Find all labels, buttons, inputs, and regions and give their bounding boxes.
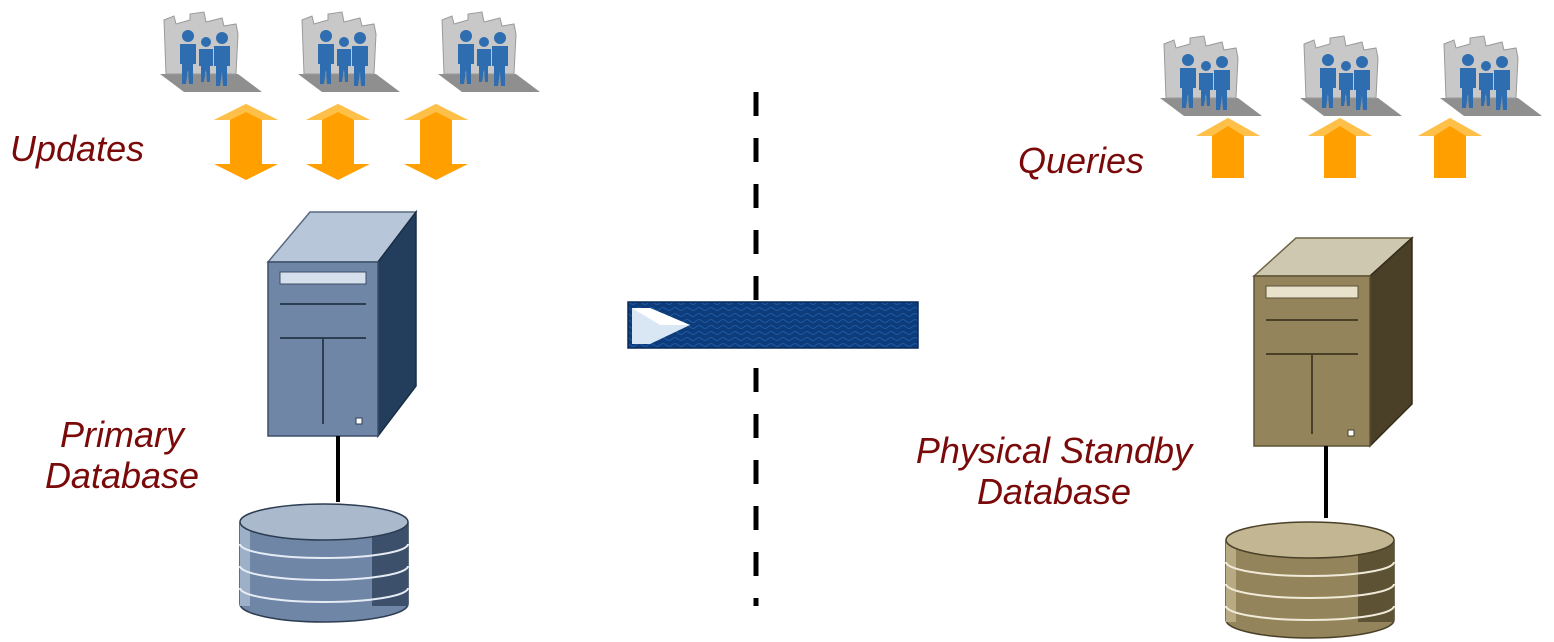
primary-user-group-3 <box>437 11 541 93</box>
standby-user-group-3 <box>1439 35 1543 117</box>
primary-label-line-2: Database <box>44 455 200 497</box>
standby-database-disk-icon <box>1225 521 1395 639</box>
updates-label: Updates <box>10 128 145 169</box>
primary-database-disk-icon <box>239 503 409 623</box>
redo-transport-arrow-icon <box>627 301 919 349</box>
standby-label-line-2: Database <box>976 471 1132 513</box>
update-arrow-icon-1 <box>214 104 278 180</box>
primary-user-group-2 <box>297 11 401 93</box>
standby-user-group-1 <box>1159 35 1263 117</box>
queries-label: Queries <box>1018 140 1145 181</box>
query-arrow-icon-2 <box>1308 118 1372 178</box>
primary-server-icon <box>266 209 418 439</box>
standby-server-icon <box>1252 236 1414 448</box>
primary-user-group-1 <box>159 11 263 93</box>
primary-label-line-1: Primary <box>60 414 184 455</box>
update-arrow-icon-2 <box>306 104 370 180</box>
query-arrow-icon-3 <box>1418 118 1482 178</box>
update-arrow-icon-3 <box>404 104 468 180</box>
standby-database-label: Physical Standby Database <box>874 430 1234 513</box>
query-arrow-icon-1 <box>1196 118 1260 178</box>
primary-database-label: Primary Database <box>22 414 222 497</box>
standby-label-line-1: Physical Standby <box>915 430 1193 471</box>
standby-user-group-2 <box>1299 35 1403 117</box>
